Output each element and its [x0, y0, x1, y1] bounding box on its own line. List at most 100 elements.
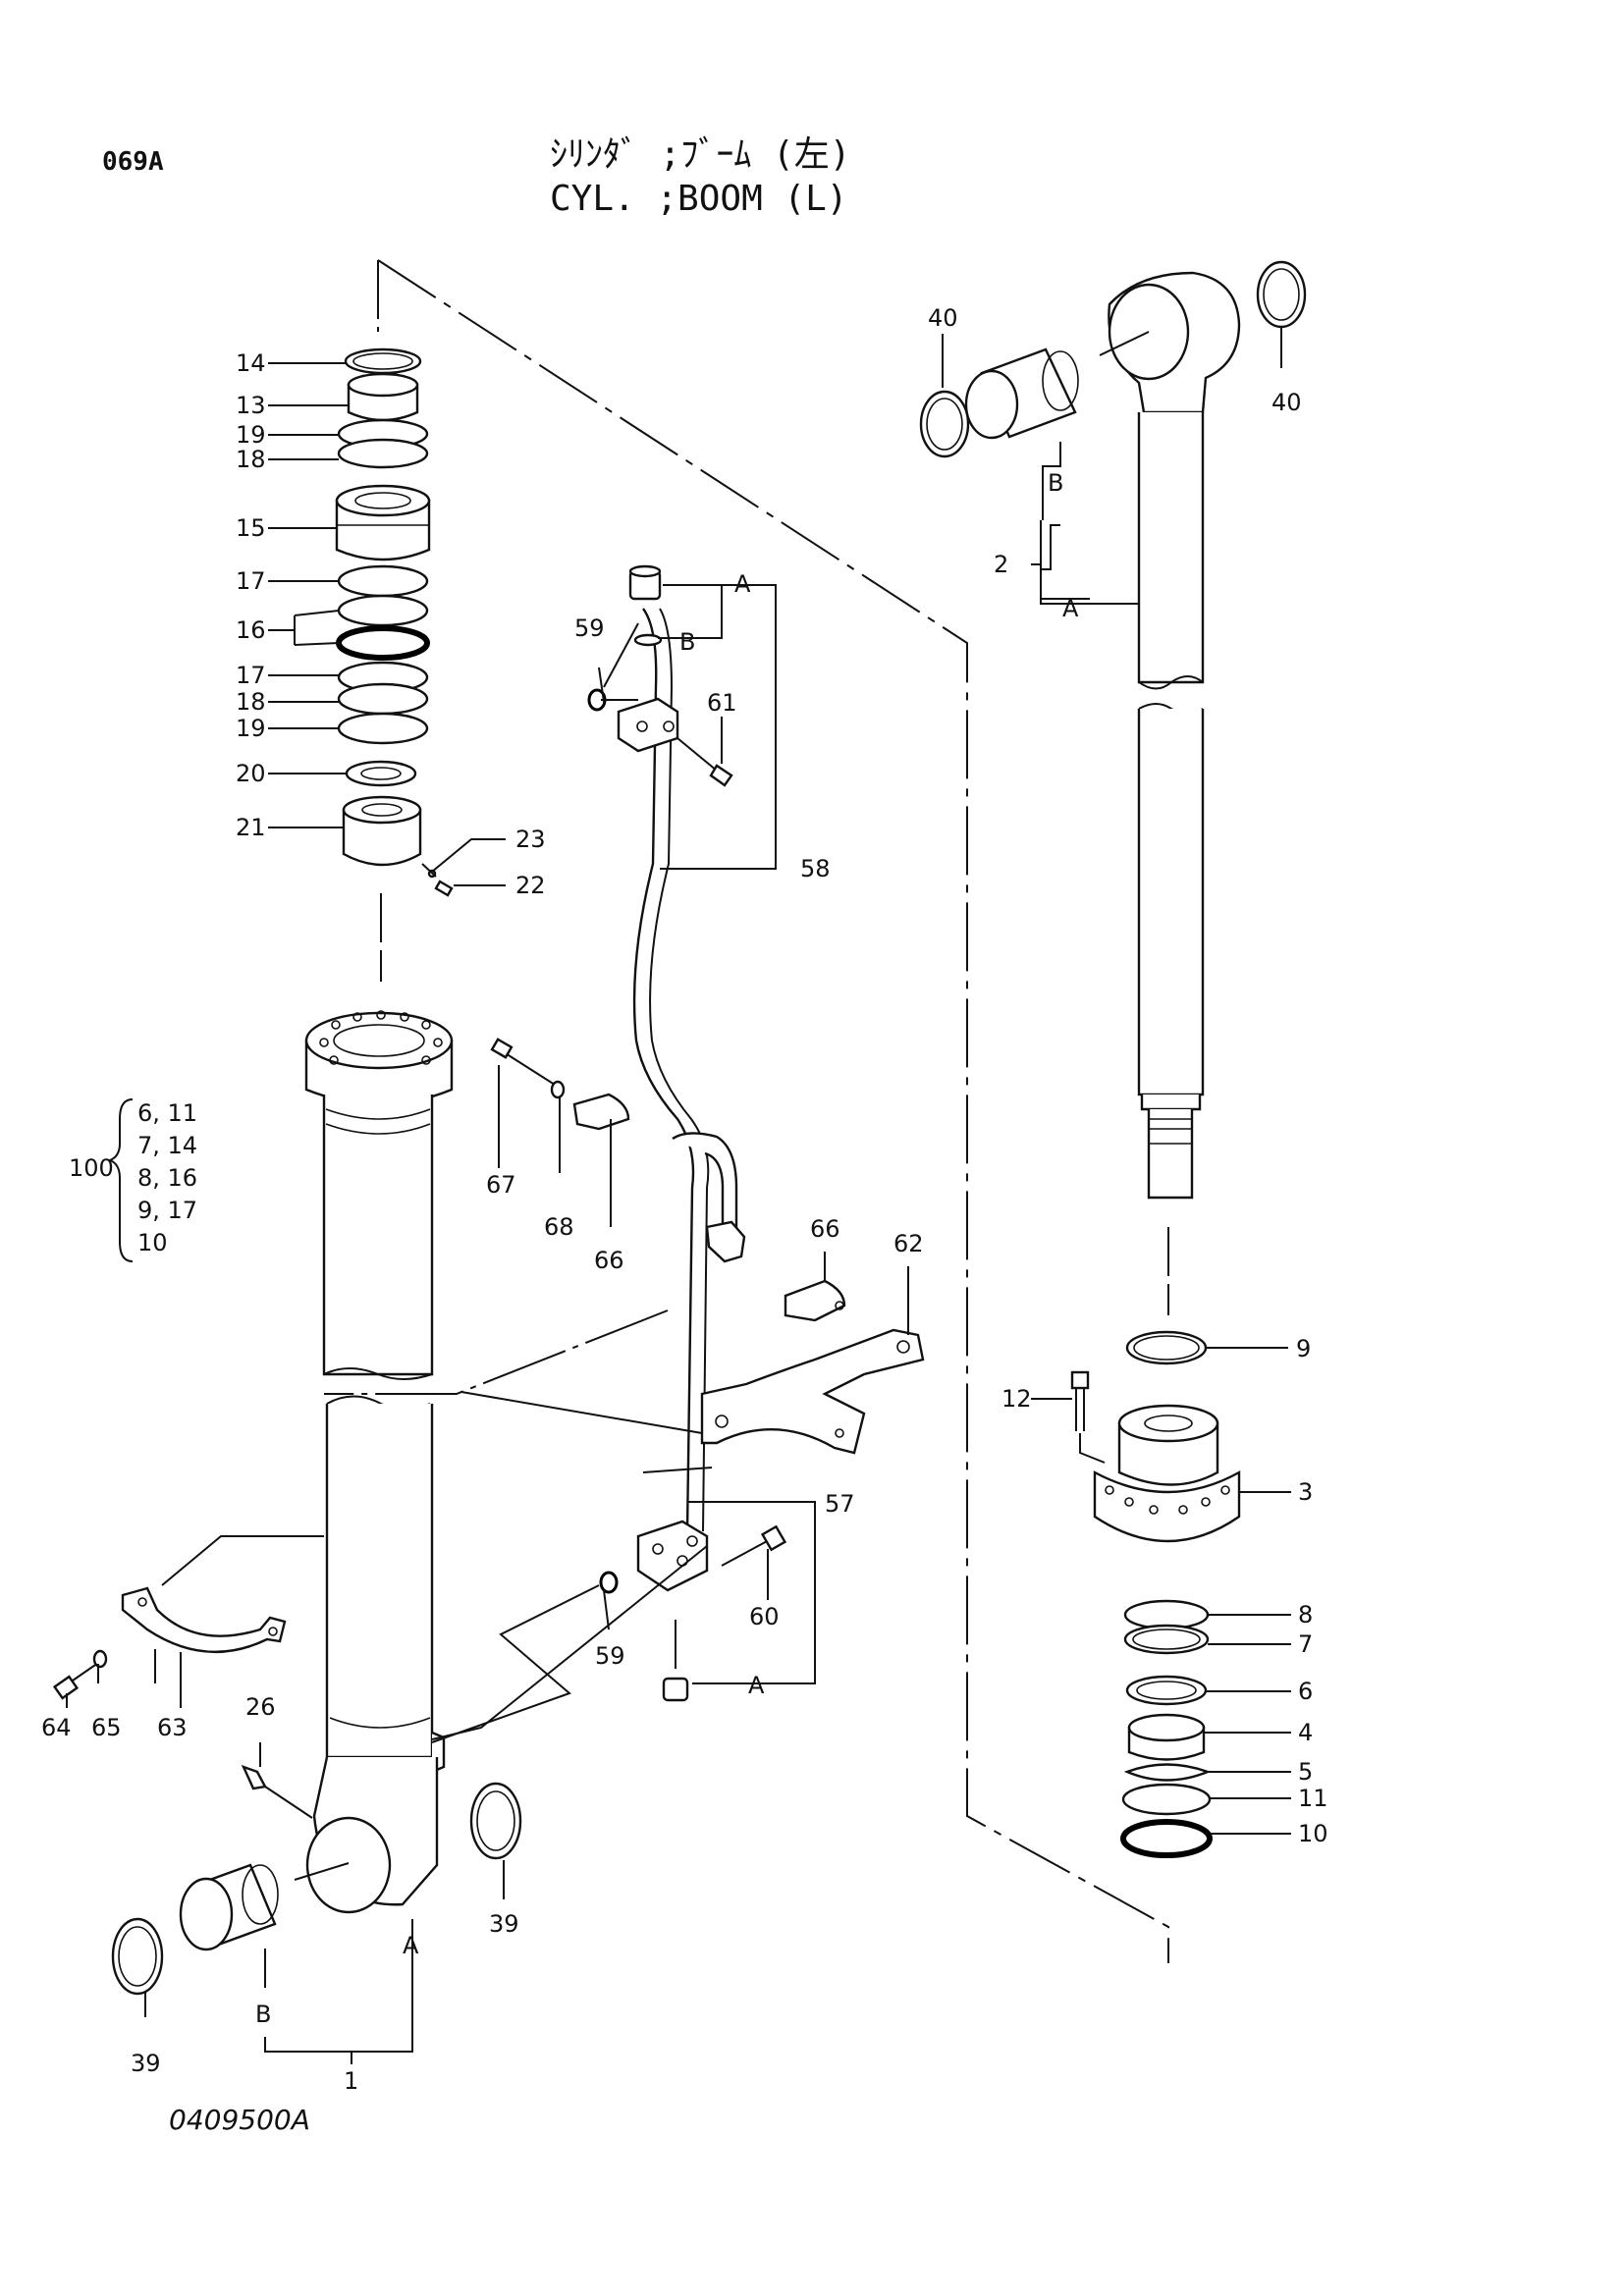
part-block-upper	[617, 697, 679, 753]
part-3-piston-head	[1093, 1404, 1241, 1543]
part-12-bolt	[1070, 1370, 1090, 1431]
part-7-ring	[1123, 1624, 1210, 1655]
part-57-pipe-lower-block	[636, 1520, 709, 1702]
part-5-ring	[1123, 1763, 1212, 1782]
part-bushing-B-right	[964, 347, 1079, 440]
callout-62: 62	[893, 1230, 924, 1257]
part-64-bolt	[52, 1662, 99, 1700]
callout-68: 68	[544, 1213, 574, 1241]
part-B-oring-upper	[633, 633, 663, 647]
part-14-dust-seal	[344, 347, 422, 375]
part-18-seal-top	[337, 438, 429, 469]
kit-100-line-2: 7, 14	[137, 1132, 197, 1159]
part-60-bolt	[721, 1524, 787, 1567]
title-japanese: ｼﾘﾝﾀﾞ ;ﾌﾞｰﾑ (左)	[550, 134, 851, 175]
callout-8: 8	[1298, 1601, 1313, 1629]
kit-100-line-4: 9, 17	[137, 1197, 197, 1224]
part-59-oring-lower	[599, 1571, 619, 1594]
part-11-ring	[1121, 1783, 1212, 1816]
part-1-cylinder-tube	[294, 1010, 454, 1914]
part-18-ring-b	[337, 682, 429, 716]
callout-4: 4	[1298, 1719, 1313, 1746]
callout-5: 5	[1298, 1758, 1313, 1786]
group-boundary-dashed	[377, 259, 1169, 1963]
part-66-clamp-lower	[784, 1279, 846, 1322]
kit-100-line-5: 10	[137, 1229, 168, 1256]
part-head-cap-A	[628, 564, 662, 601]
part-68-washer	[550, 1080, 566, 1099]
callout-67: 67	[486, 1171, 516, 1199]
drawing-number: 0409500A	[169, 2104, 310, 2136]
callout-14: 14	[236, 349, 266, 377]
callout-labels: 14 13 19 18 15 17 16 17 18 19 20 21 23 2…	[41, 304, 1328, 2095]
leader-lines	[66, 327, 1291, 2064]
callout-40-left: 40	[928, 304, 958, 332]
callout-59-lower: 59	[595, 1642, 625, 1670]
callout-18a: 18	[236, 446, 266, 473]
part-16-seal-pair	[336, 594, 430, 661]
callout-60: 60	[749, 1603, 780, 1630]
callout-100: 100	[69, 1154, 114, 1182]
callout-39-right: 39	[489, 1910, 519, 1938]
callout-B-right: B	[1048, 469, 1063, 497]
callout-40-right: 40	[1271, 389, 1302, 416]
part-40-seal-right-bottom	[919, 390, 970, 458]
part-39-seal-left-1	[469, 1782, 522, 1860]
callout-26: 26	[245, 1693, 276, 1721]
callout-B-upper: B	[679, 628, 695, 656]
callout-17b: 17	[236, 662, 266, 689]
callout-39-left: 39	[131, 2050, 161, 2077]
part-26-grease-fitting	[241, 1764, 313, 1819]
part-20-washer	[345, 760, 417, 787]
callout-6: 6	[1298, 1678, 1313, 1705]
callout-12: 12	[1001, 1385, 1032, 1413]
callout-66-right: 66	[810, 1215, 840, 1243]
callout-A-right: A	[1062, 595, 1079, 622]
part-13-bushing	[347, 372, 419, 422]
callout-19a: 19	[236, 421, 266, 449]
callout-23: 23	[515, 826, 546, 853]
callout-20: 20	[236, 760, 266, 787]
callout-A-upper: A	[734, 570, 751, 598]
callout-B-left: B	[255, 2001, 271, 2028]
callout-15: 15	[236, 514, 266, 542]
part-65-washer	[92, 1649, 108, 1669]
callout-65: 65	[91, 1714, 122, 1741]
callout-2: 2	[994, 551, 1008, 578]
part-15-gland-seal	[335, 484, 431, 561]
callout-9: 9	[1296, 1335, 1311, 1362]
part-39-seal-left-2	[111, 1917, 164, 1996]
callout-10: 10	[1298, 1820, 1328, 1847]
part-40-seal-right-top	[1256, 260, 1307, 329]
kit-100-line-1: 6, 11	[137, 1099, 197, 1127]
callout-19b: 19	[236, 715, 266, 742]
callout-61: 61	[707, 689, 737, 717]
part-66-clamp-upper	[572, 1093, 746, 1263]
part-9-ring	[1125, 1330, 1208, 1365]
part-4-wear-ring	[1127, 1713, 1206, 1761]
callout-A-left: A	[403, 1932, 419, 1959]
part-6-ring	[1125, 1675, 1208, 1706]
part-2-piston-rod	[1099, 271, 1241, 1315]
callout-64: 64	[41, 1714, 72, 1741]
callout-66-left: 66	[594, 1247, 624, 1274]
kit-100-line-3: 8, 16	[137, 1164, 197, 1192]
page-code: 069A	[102, 147, 164, 177]
part-67-bolt	[490, 1038, 556, 1086]
part-bushing-B-left	[179, 1863, 279, 1951]
callout-3: 3	[1298, 1478, 1313, 1506]
callout-16: 16	[236, 616, 266, 644]
part-17-ring-a	[337, 564, 429, 598]
callout-59-upper: 59	[574, 614, 605, 642]
part-21-nut	[342, 795, 422, 867]
callout-18b: 18	[236, 688, 266, 716]
callout-A-lower: A	[748, 1672, 765, 1699]
parts-22-23-screw-and-ball	[421, 863, 454, 897]
part-63-clamp	[121, 1586, 287, 1654]
callout-11: 11	[1298, 1785, 1328, 1812]
callout-13: 13	[236, 392, 266, 419]
callout-22: 22	[515, 872, 546, 899]
callout-7: 7	[1298, 1630, 1313, 1658]
callout-21: 21	[236, 814, 266, 841]
